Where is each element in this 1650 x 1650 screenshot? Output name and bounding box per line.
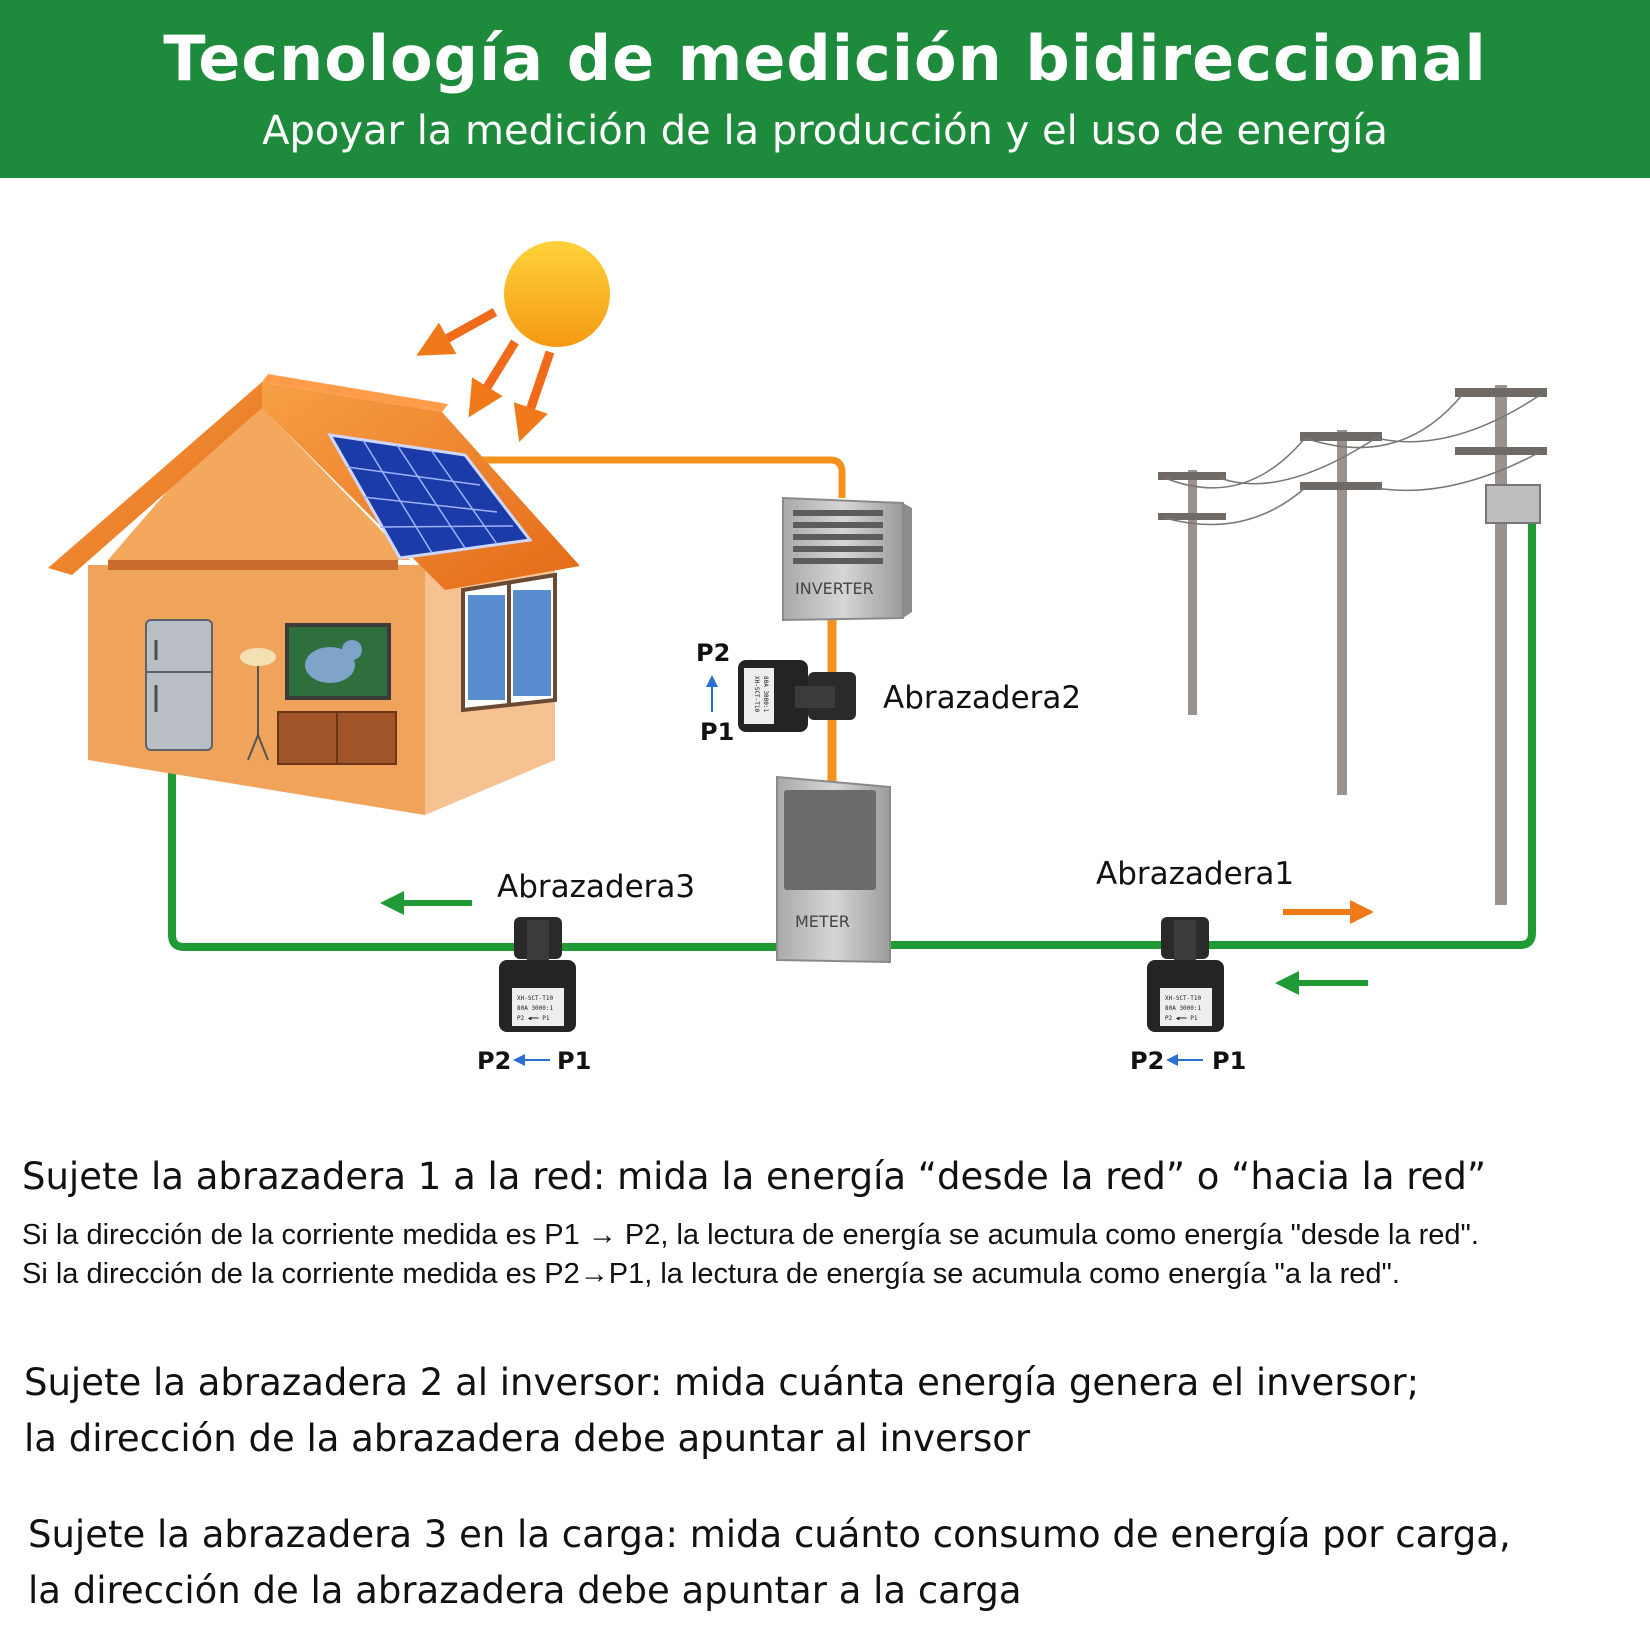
inverter-device: INVERTER bbox=[782, 496, 912, 622]
sun-icon bbox=[416, 241, 610, 443]
clamp-1-label: Abrazadera1 bbox=[1096, 856, 1294, 892]
inverter-label: INVERTER bbox=[795, 579, 874, 598]
load-wire bbox=[168, 740, 825, 951]
grid-wire bbox=[880, 510, 1536, 949]
clamp-2-description: Sujete la abrazadera 2 al inversor: mida… bbox=[24, 1361, 1420, 1460]
clamp-3-tag-line1: XH-SCT-T10 bbox=[517, 995, 554, 1002]
header-banner: Tecnología de medición bidireccional Apo… bbox=[0, 0, 1650, 178]
clamp-1-p2-label: P2 bbox=[1130, 1047, 1164, 1075]
meter-device: METER bbox=[776, 775, 891, 964]
clamp-3-p1-label: P1 bbox=[557, 1047, 591, 1075]
clamp-2-tag-line1: XH-SCT-T10 bbox=[753, 676, 760, 713]
solar-wire bbox=[470, 456, 846, 498]
clamp-3-tag-line3: P2 ◀━━ P1 bbox=[517, 1015, 550, 1022]
clamp-1-description-line2: Si la dirección de la corriente medida e… bbox=[22, 1258, 1400, 1290]
clamp-1-tag-line1: XH-SCT-T10 bbox=[1165, 995, 1202, 1002]
clamp-1-p1-label: P1 bbox=[1212, 1047, 1246, 1075]
clamp-3: XH-SCT-T10 80A 3000:1 P2 ◀━━ P1 Abrazade… bbox=[380, 869, 695, 1075]
clamp-1-description-title: Sujete la abrazadera 1 a la red: mida la… bbox=[22, 1155, 1487, 1198]
clamp-2-p2-label: P2 bbox=[696, 639, 730, 667]
page-subtitle: Apoyar la medición de la producción y el… bbox=[262, 108, 1388, 154]
clamp-2-tag-line2: 80A 3000:1 bbox=[762, 676, 769, 713]
clamp-3-label: Abrazadera3 bbox=[497, 869, 695, 905]
clamp-1-description-line1: Si la dirección de la corriente medida e… bbox=[22, 1219, 1479, 1251]
clamp-1-tag-line2: 80A 3000:1 bbox=[1165, 1005, 1202, 1012]
energy-flow-diagram: INVERTER METER XH-SCT-T10 bbox=[48, 241, 1547, 1075]
clamp-2-label: Abrazadera2 bbox=[883, 680, 1081, 716]
clamp-1: XH-SCT-T10 80A 3000:1 P2 ◀━━ P1 Abrazade… bbox=[1096, 856, 1374, 1075]
utility-poles-illustration bbox=[1158, 385, 1547, 905]
house-illustration bbox=[48, 374, 580, 815]
clamp-3-p2-label: P2 bbox=[477, 1047, 511, 1075]
page-title: Tecnología de medición bidireccional bbox=[163, 22, 1487, 95]
clamp-3-tag-line2: 80A 3000:1 bbox=[517, 1005, 554, 1012]
clamp-2: XH-SCT-T10 80A 3000:1 Abrazadera2 P2 P1 bbox=[696, 639, 1081, 746]
clamp-1-tag-line3: P2 ◀━━ P1 bbox=[1165, 1015, 1198, 1022]
clamp-2-p1-label: P1 bbox=[700, 718, 734, 746]
clamp-3-description: Sujete la abrazadera 3 en la carga: mida… bbox=[28, 1513, 1511, 1612]
meter-label: METER bbox=[795, 912, 850, 931]
